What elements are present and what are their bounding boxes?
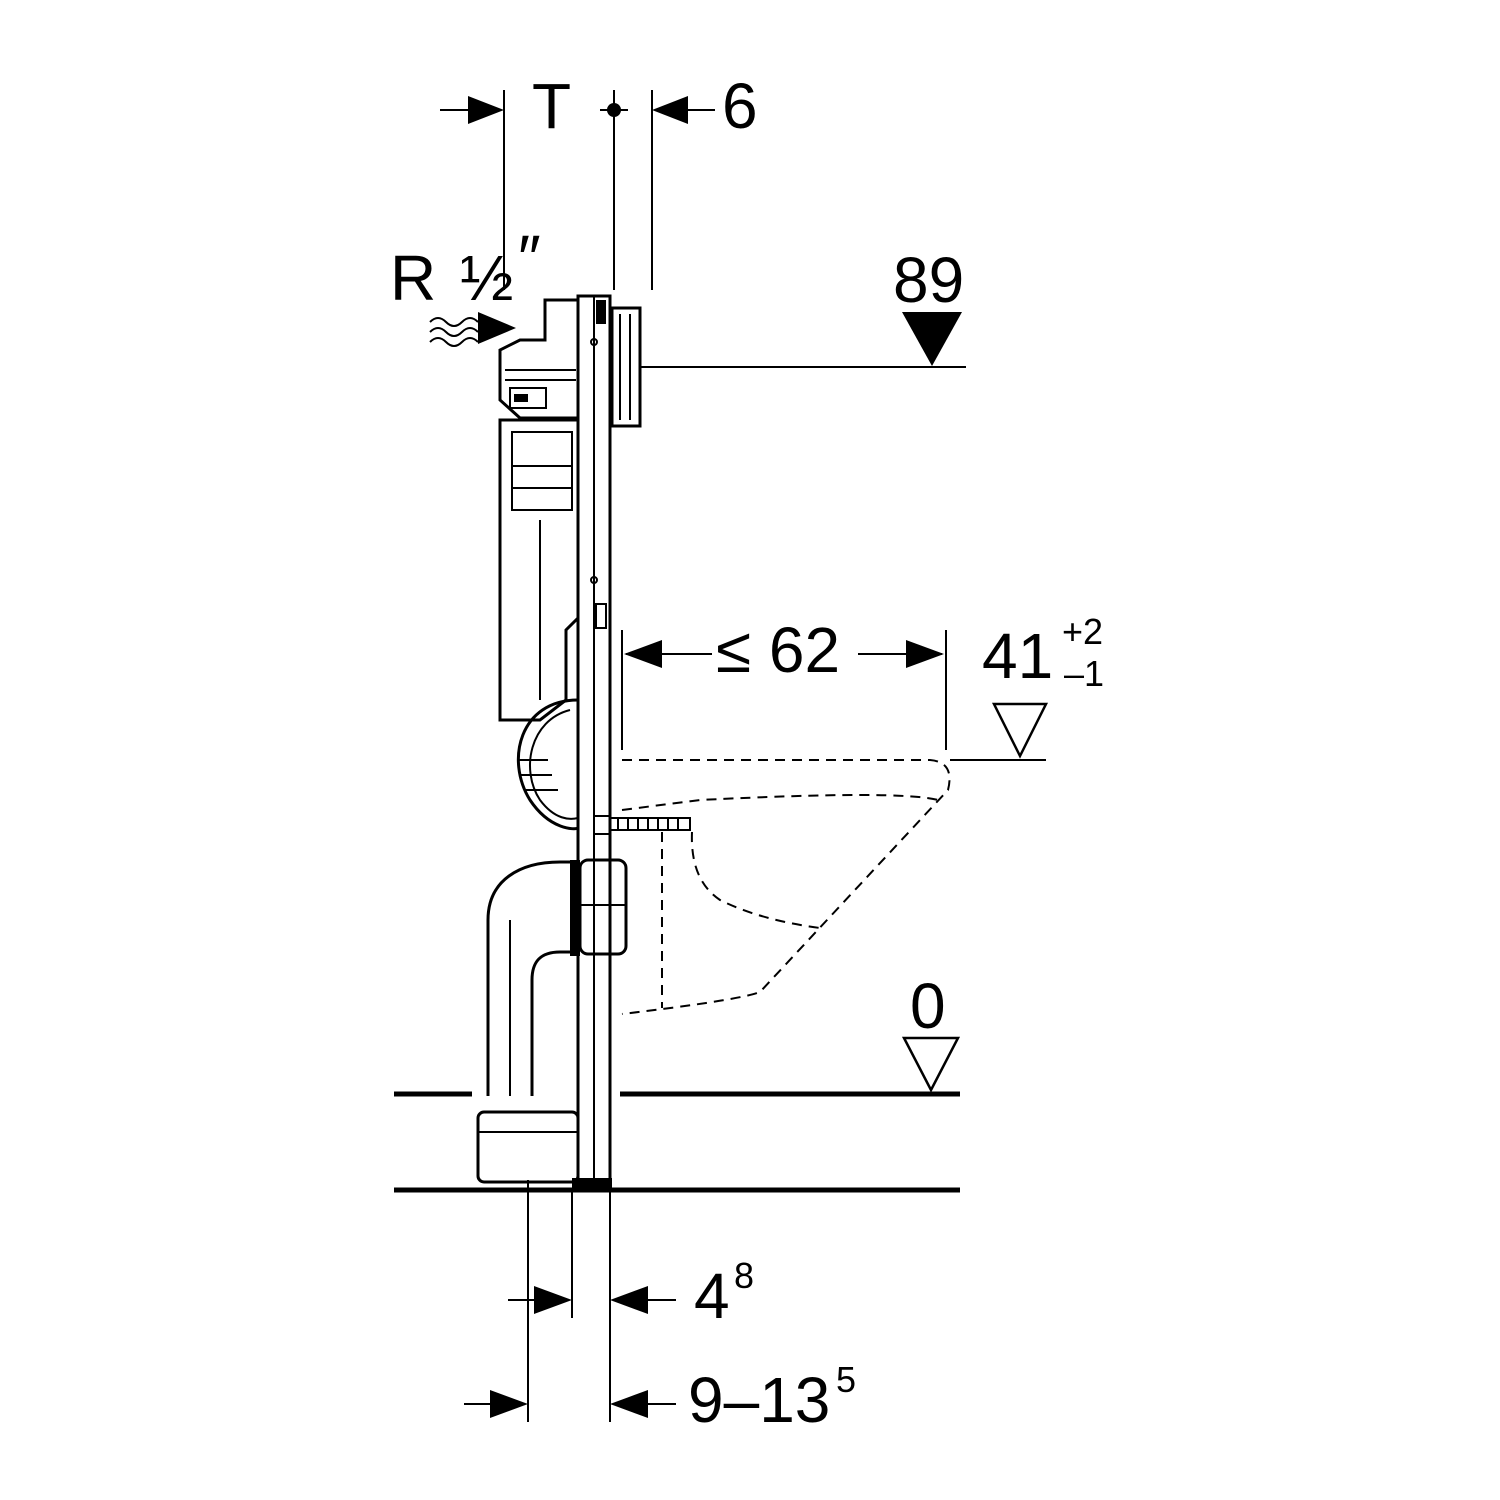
drain-bend [486,860,580,1096]
flush-valve [511,431,573,511]
arrow-right-icon [490,1390,528,1418]
arrow-right-icon [906,640,944,668]
arrow-left-icon [610,1390,648,1418]
projection-dimension-group: ≤ 62 [621,614,947,750]
wall-depth-exponent: 5 [836,1359,856,1400]
frame-top-clip [596,300,606,324]
seat-height-label: 41 [982,620,1053,692]
bowl-rim [621,794,939,811]
wall-depth-label: 9–13 [688,1364,830,1436]
seat-height-group: 41 +2 –1 [950,611,1104,761]
actuator-height-group: 89 [640,244,966,368]
actuator-height-label: 89 [893,244,964,316]
wave-icon-2 [429,327,479,337]
cistern-assembly [476,294,691,1188]
bolt-thread [617,818,679,830]
seat-tolerance-plus: +2 [1062,611,1103,652]
level-marker-filled-icon [902,312,962,366]
actuator-plate [610,306,642,428]
seat-tolerance-minus: –1 [1064,653,1104,694]
bowl-outer [621,759,951,1015]
foot-plate [572,1178,612,1188]
frame-depth-label: 4 [694,1260,730,1332]
arrow-right-icon [468,96,504,124]
axis-dot-icon [607,103,621,117]
water-connection-prefix: R [390,242,436,314]
cistern-valve-housing [498,298,580,420]
level-marker-icon [991,702,1049,759]
flush-bend-inner [529,709,579,820]
frame-hole [590,338,598,346]
arrow-left-icon [610,1286,648,1314]
water-connection-group: R ½ ″ [390,222,541,347]
frame-slot [595,603,607,629]
wave-icon-3 [429,337,479,347]
level-marker-icon [901,1036,961,1093]
wave-icon [429,317,479,327]
drain-bend-collar [570,860,580,956]
valve-block [509,387,547,409]
frame-hole-2 [590,576,598,584]
bottom-dimension-group: 4 8 9–13 5 [464,1180,856,1436]
cistern-tank [498,418,580,722]
arrow-right-icon [534,1286,572,1314]
anchor-bolt [609,817,691,831]
frame-depth-exponent: 8 [734,1255,754,1296]
arrow-left-icon [652,96,688,124]
offset-top-label: 6 [722,70,758,142]
flush-bend [516,698,579,831]
max-projection-label: ≤ 62 [716,614,840,686]
mounting-bracket [578,858,628,956]
bowl-inner [690,831,821,929]
water-inlet-arrow-icon [478,312,516,344]
top-dimension-group: T 6 [440,70,758,290]
bolt-anchor [593,815,611,835]
flush-bend-ribs [518,759,558,791]
floor-level-label: 0 [910,970,946,1042]
water-connection-unit: ″ [518,222,541,294]
water-connection-size: ½ [460,242,513,314]
depth-label: T [532,70,571,142]
floor-level-group: 0 [394,970,961,1193]
wc-bowl-outline [621,759,951,1015]
drain-connector [476,1110,580,1184]
arrow-left-icon [624,640,662,668]
valve-block-fill [514,394,528,402]
